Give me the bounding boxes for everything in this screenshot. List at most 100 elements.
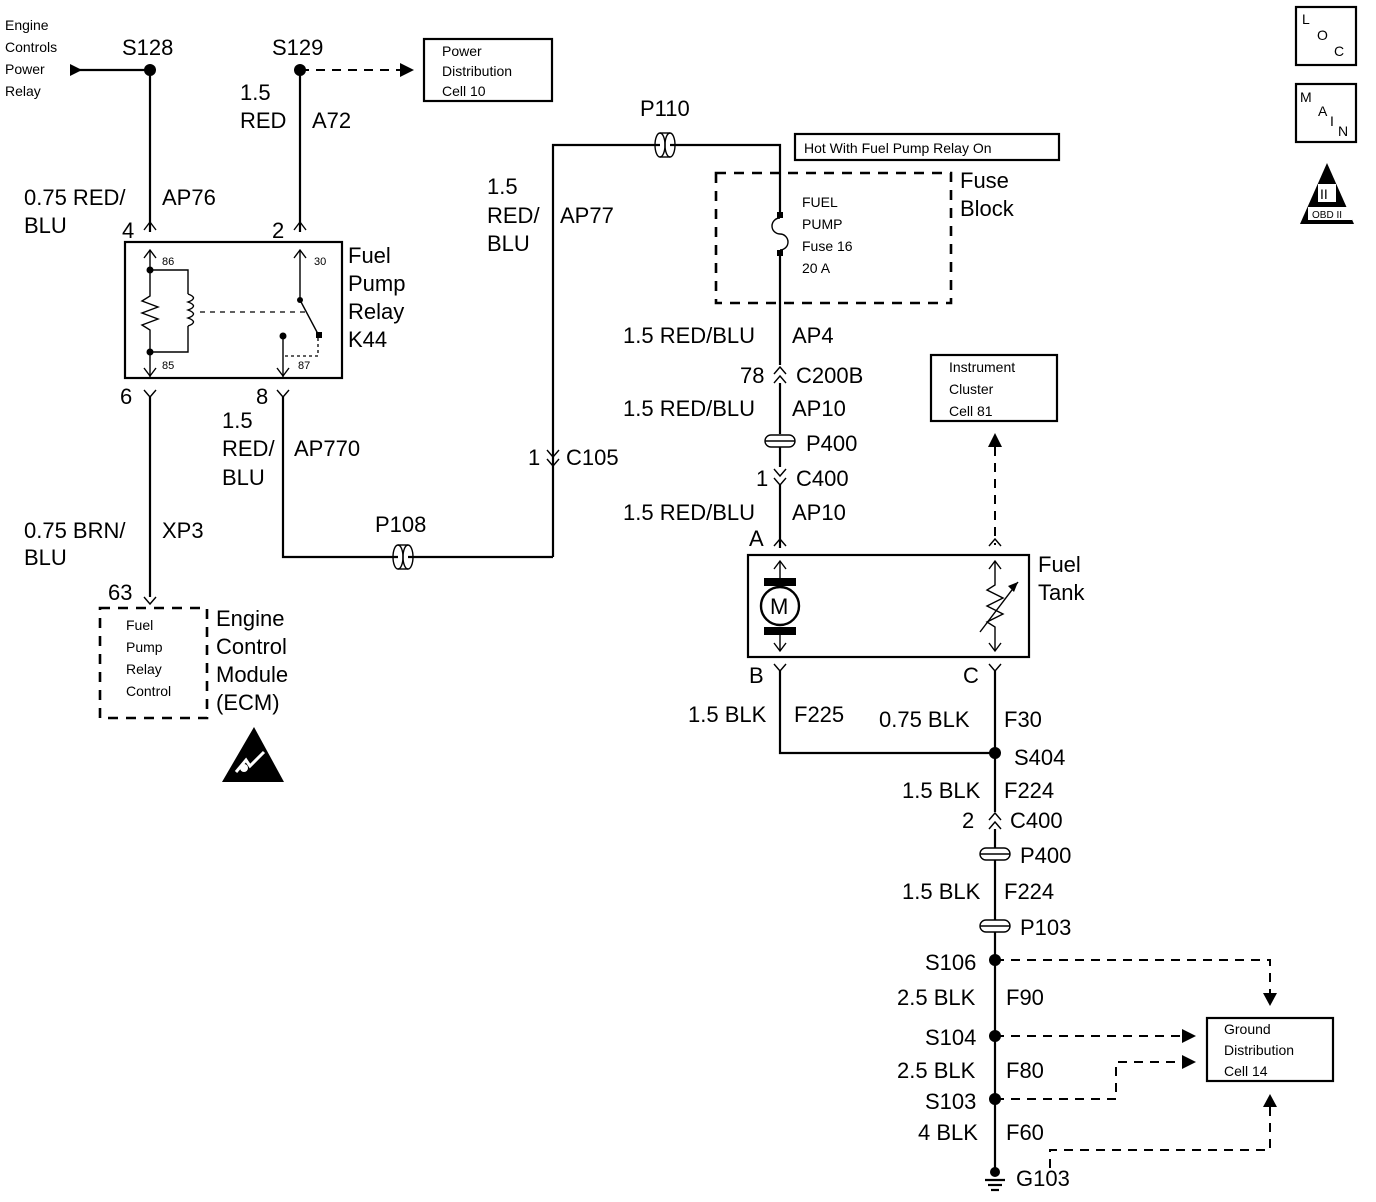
fuse-block-box (714, 171, 953, 305)
svg-text:Controls: Controls (5, 39, 57, 55)
svg-text:Ground: Ground (1224, 1021, 1271, 1037)
connector-icon (773, 374, 787, 384)
motor-brush (764, 627, 796, 635)
obd-ii-icon: II OBD II (1300, 163, 1354, 224)
wire-ap77 (551, 143, 660, 557)
svg-text:Fuel: Fuel (348, 243, 391, 268)
connector-icon (988, 663, 1002, 673)
wire (150, 269, 189, 294)
arrow-icon (1263, 993, 1277, 1006)
wire-label: 2.5 BLK (897, 985, 976, 1010)
wire-label: BLU (24, 545, 67, 570)
svg-text:Fuel: Fuel (126, 617, 153, 633)
wire-label: BLU (222, 465, 265, 490)
arrow-icon (276, 367, 290, 378)
main-letter: I (1330, 113, 1334, 129)
wire-ap77 (670, 143, 782, 215)
svg-text:Distribution: Distribution (1224, 1042, 1294, 1058)
svg-text:Cell 14: Cell 14 (1224, 1063, 1268, 1079)
pin-label: B (749, 663, 764, 688)
circuit-label: F224 (1004, 778, 1054, 803)
pass-through-label: P110 (640, 96, 690, 121)
wire-label: 1.5 BLK (688, 702, 767, 727)
pin-label: A (749, 526, 764, 551)
circuit-label: F80 (1006, 1058, 1044, 1083)
hot-label: Hot With Fuel Pump Relay On (804, 140, 992, 156)
svg-text:Engine: Engine (216, 606, 285, 631)
connector-icon (988, 820, 1002, 830)
wire-label: 0.75 BRN/ (24, 518, 126, 543)
arrow-icon (1263, 1094, 1277, 1107)
loc-icon (1294, 5, 1358, 67)
wire-label: 1.5 RED/BLU (623, 323, 755, 348)
relay-internal (283, 338, 319, 357)
arrow-icon (988, 642, 1002, 653)
ground-label: G103 (1016, 1166, 1070, 1191)
connector-icon (773, 365, 787, 375)
circuit-label: F225 (794, 702, 844, 727)
connector-label: C400 (1010, 808, 1063, 833)
pass-through-p103 (979, 919, 1011, 933)
pin-label: 2 (962, 808, 974, 833)
arrow-icon (1182, 1029, 1196, 1043)
terminal-dot (777, 250, 783, 256)
svg-text:Fuse 16: Fuse 16 (802, 238, 853, 254)
loc-letter: L (1302, 11, 1310, 27)
circuit-label: AP10 (792, 396, 846, 421)
wire-label: 2.5 BLK (897, 1058, 976, 1083)
main-letter: N (1338, 123, 1348, 139)
splice-label: S128 (122, 35, 173, 60)
svg-text:(ECM): (ECM) (216, 690, 280, 715)
svg-text:PUMP: PUMP (802, 216, 842, 232)
fuel-pump-relay-label: Fuel Pump Relay K44 (348, 243, 405, 352)
connector-icon (988, 537, 1002, 547)
pin-label: 78 (740, 363, 764, 388)
terminal-label: 85 (162, 360, 174, 372)
fuse-label: FUEL PUMP Fuse 16 20 A (802, 194, 853, 276)
svg-text:Fuse: Fuse (960, 168, 1009, 193)
svg-text:20 A: 20 A (802, 260, 831, 276)
motor-brush (764, 578, 796, 586)
dashed-reference-line (1049, 1107, 1271, 1172)
circuit-label: F90 (1006, 985, 1044, 1010)
splice-label: S103 (925, 1089, 976, 1114)
engine-controls-power-relay-label: Engine Controls Power Relay (5, 17, 57, 99)
svg-text:Tank: Tank (1038, 580, 1085, 605)
obd-numeral: II (1320, 186, 1328, 202)
pass-through-label: P108 (375, 512, 426, 537)
wire-label: 1.5 BLK (902, 879, 981, 904)
circuit-label: A72 (312, 108, 351, 133)
circuit-label: AP10 (792, 500, 846, 525)
pass-through-label: P400 (806, 431, 857, 456)
box-label: Power (442, 43, 482, 59)
circuit-label: F30 (1004, 707, 1042, 732)
pin-label: C (963, 663, 979, 688)
connector-icon (773, 468, 787, 478)
box-label: Distribution (442, 63, 512, 79)
pin-label: 4 (122, 218, 134, 243)
wire-label: RED/ (222, 436, 275, 461)
arrow-icon (988, 433, 1002, 447)
wire-label: 0.75 BLK (879, 707, 970, 732)
circuit-label: AP77 (560, 203, 614, 228)
wire-label: BLU (487, 231, 530, 256)
terminal-label: 87 (298, 360, 310, 372)
fuel-pump-relay-box (123, 240, 344, 380)
circuit-label: AP4 (792, 323, 834, 348)
ground-distribution-box (1205, 1016, 1335, 1083)
ground-symbol-icon (985, 1178, 1005, 1192)
svg-text:Pump: Pump (348, 271, 405, 296)
svg-text:Relay: Relay (5, 83, 41, 99)
arrow-icon (1182, 1055, 1196, 1069)
pass-through-label: P103 (1020, 915, 1071, 940)
svg-text:Pump: Pump (126, 639, 163, 655)
wire-label: 1.5 (487, 174, 518, 199)
ground-terminal (990, 1167, 1000, 1177)
instrument-cluster-box (929, 353, 1059, 423)
svg-text:Block: Block (960, 196, 1015, 221)
wire-label: BLU (24, 213, 67, 238)
svg-text:Fuel: Fuel (1038, 552, 1081, 577)
wire-label: 1.5 (222, 408, 253, 433)
connector-icon (988, 811, 1002, 821)
